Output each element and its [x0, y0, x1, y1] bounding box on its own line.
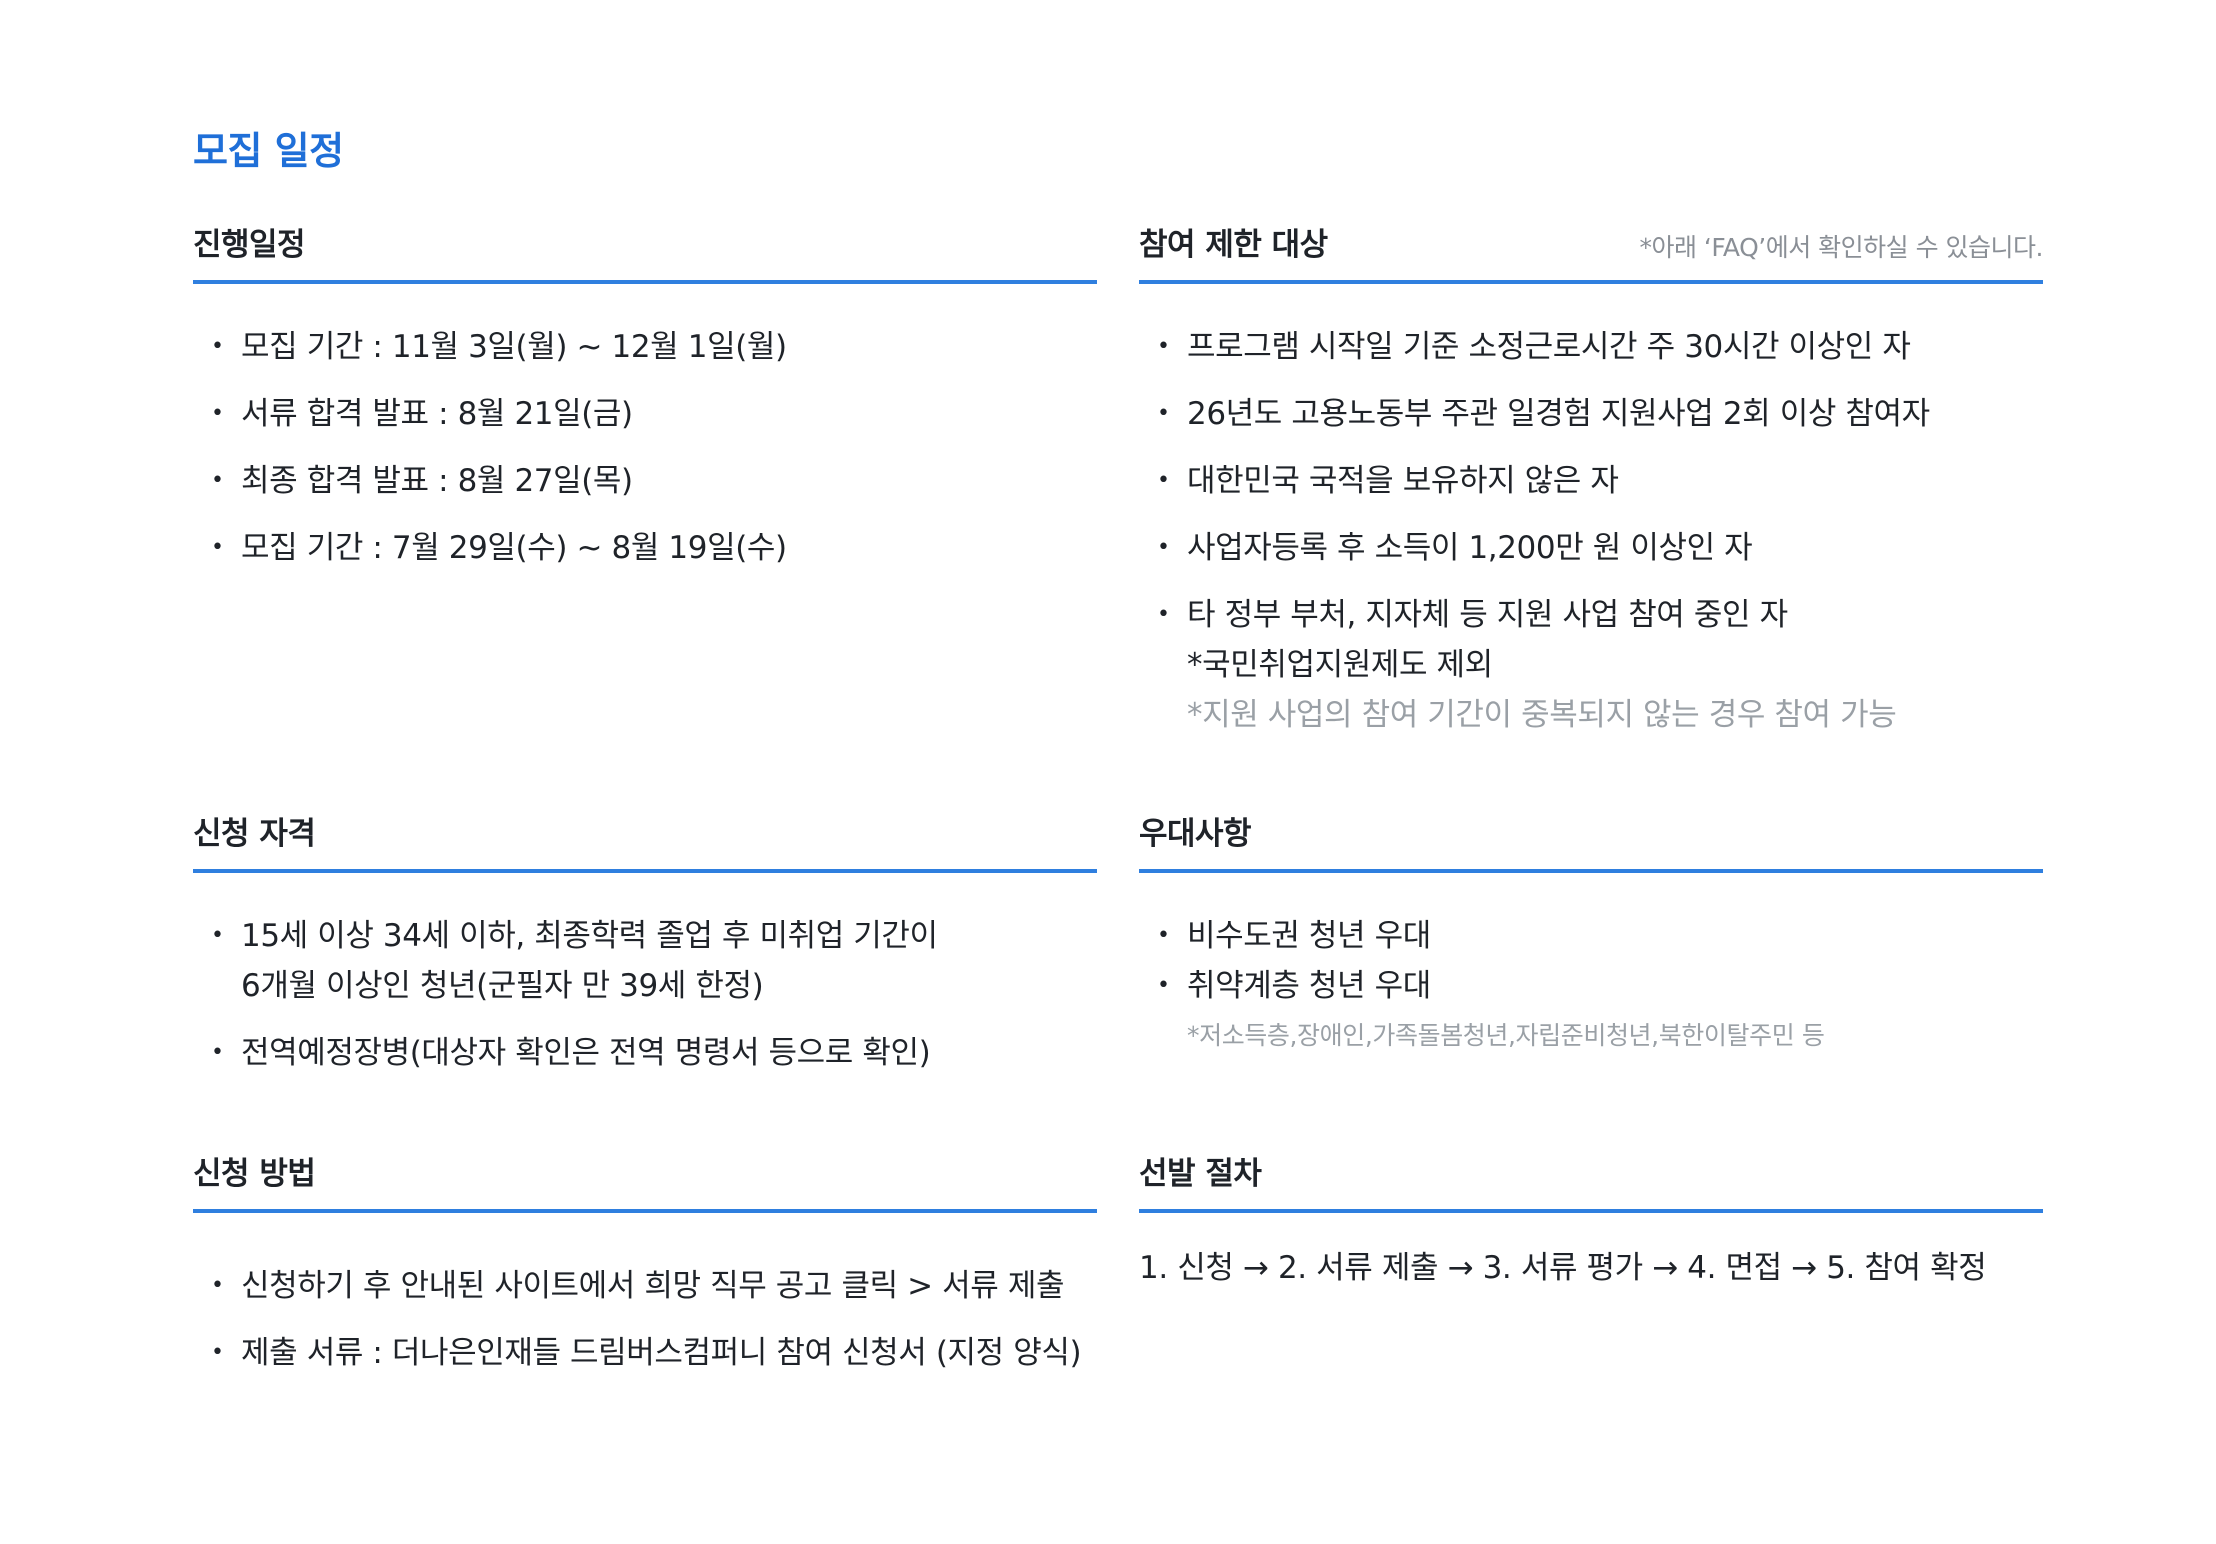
eligibility-title: 신청 자격 [193, 816, 316, 852]
preference-list: •비수도권 청년 우대 • 취약계층 청년 우대 *저소득층,장애인,가족돌봄청… [1139, 911, 2043, 1061]
method-title: 신청 방법 [193, 1156, 316, 1192]
list-item: •서류 합격 발표 : 8월 21일(금) [193, 389, 1097, 439]
list-item: •프로그램 시작일 기준 소정근로시간 주 30시간 이상인 자 [1139, 322, 2043, 372]
preference-title: 우대사항 [1139, 816, 1252, 852]
list-item: •모집 기간 : 7월 29일(수) ~ 8월 19일(수) [193, 523, 1097, 573]
list-item: • 타 정부 부처, 지자체 등 지원 사업 참여 중인 자 *국민취업지원제도… [1139, 590, 2043, 740]
list-item: •최종 합격 발표 : 8월 27일(목) [193, 456, 1097, 506]
method-list: •신청하기 후 안내된 사이트에서 희망 직무 공고 클릭 > 서류 제출 •제… [193, 1261, 1097, 1378]
selection-header: 선발 절차 [1139, 1155, 2043, 1213]
bullet-icon: • [1157, 535, 1170, 560]
bullet-icon: • [1157, 334, 1170, 359]
bullet-icon: • [1157, 973, 1170, 998]
eligibility-section: 신청 자격 • 15세 이상 34세 이하, 최종학력 졸업 후 미취업 기간이… [193, 815, 1097, 1095]
selection-section: 선발 절차 1. 신청 → 2. 서류 제출 → 3. 서류 평가 → 4. 면… [1139, 1155, 2043, 1293]
list-item: •대한민국 국적을 보유하지 않은 자 [1139, 456, 2043, 506]
bullet-icon: • [211, 468, 224, 493]
bullet-icon: • [1157, 923, 1170, 948]
list-item: • 15세 이상 34세 이하, 최종학력 졸업 후 미취업 기간이 6개월 이… [193, 911, 1097, 1011]
faq-note: *아래 ‘FAQ’에서 확인하실 수 있습니다. [1639, 233, 2043, 262]
list-item: •전역예정장병(대상자 확인은 전역 명령서 등으로 확인) [193, 1028, 1097, 1078]
schedule-title: 진행일정 [193, 227, 306, 263]
method-header: 신청 방법 [193, 1155, 1097, 1213]
selection-procedure: 1. 신청 → 2. 서류 제출 → 3. 서류 평가 → 4. 면접 → 5.… [1139, 1250, 1987, 1286]
list-item: •26년도 고용노동부 주관 일경험 지원사업 2회 이상 참여자 [1139, 389, 2043, 439]
preference-section: 우대사항 •비수도권 청년 우대 • 취약계층 청년 우대 *저소득층,장애인,… [1139, 815, 2043, 1061]
schedule-header: 진행일정 [193, 226, 1097, 284]
bullet-icon: • [211, 1340, 224, 1365]
preference-header: 우대사항 [1139, 815, 2043, 873]
eligibility-header: 신청 자격 [193, 815, 1097, 873]
bullet-icon: • [211, 923, 224, 948]
method-section: 신청 방법 •신청하기 후 안내된 사이트에서 희망 직무 공고 클릭 > 서류… [193, 1155, 1097, 1395]
bullet-icon: • [211, 401, 224, 426]
bullet-icon: • [211, 1040, 224, 1065]
page-title: 모집 일정 [193, 129, 344, 173]
bullet-icon: • [1157, 468, 1170, 493]
list-item: •사업자등록 후 소득이 1,200만 원 이상인 자 [1139, 523, 2043, 573]
restriction-list: •프로그램 시작일 기준 소정근로시간 주 30시간 이상인 자 •26년도 고… [1139, 322, 2043, 740]
bullet-icon: • [211, 334, 224, 359]
list-item: •모집 기간 : 11월 3일(월) ~ 12월 1일(월) [193, 322, 1097, 372]
restriction-header: 참여 제한 대상 *아래 ‘FAQ’에서 확인하실 수 있습니다. [1139, 226, 2043, 284]
exception-note: *국민취업지원제도 제외 [1187, 647, 1493, 683]
schedule-list: •모집 기간 : 11월 3일(월) ~ 12월 1일(월) •서류 합격 발표… [193, 322, 1097, 573]
list-item: •신청하기 후 안내된 사이트에서 희망 직무 공고 클릭 > 서류 제출 [193, 1261, 1097, 1311]
overlap-note: *지원 사업의 참여 기간이 중복되지 않는 경우 참여 가능 [1187, 697, 1897, 733]
eligibility-list: • 15세 이상 34세 이하, 최종학력 졸업 후 미취업 기간이 6개월 이… [193, 911, 1097, 1078]
selection-title: 선발 절차 [1139, 1156, 1262, 1192]
list-item: •비수도권 청년 우대 [1139, 911, 2043, 961]
bullet-icon: • [1157, 602, 1170, 627]
vulnerable-group-note: *저소득층,장애인,가족돌봄청년,자립준비청년,북한이탈주민 등 [1187, 1021, 1825, 1050]
bullet-icon: • [1157, 401, 1170, 426]
restriction-title: 참여 제한 대상 [1139, 227, 1328, 263]
bullet-icon: • [211, 535, 224, 560]
restriction-section: 참여 제한 대상 *아래 ‘FAQ’에서 확인하실 수 있습니다. •프로그램 … [1139, 226, 2043, 757]
schedule-section: 진행일정 •모집 기간 : 11월 3일(월) ~ 12월 1일(월) •서류 … [193, 226, 1097, 590]
list-item: •제출 서류 : 더나은인재들 드림버스컴퍼니 참여 신청서 (지정 양식) [193, 1328, 1097, 1378]
list-item: • 취약계층 청년 우대 *저소득층,장애인,가족돌봄청년,자립준비청년,북한이… [1139, 961, 2043, 1061]
bullet-icon: • [211, 1273, 224, 1298]
